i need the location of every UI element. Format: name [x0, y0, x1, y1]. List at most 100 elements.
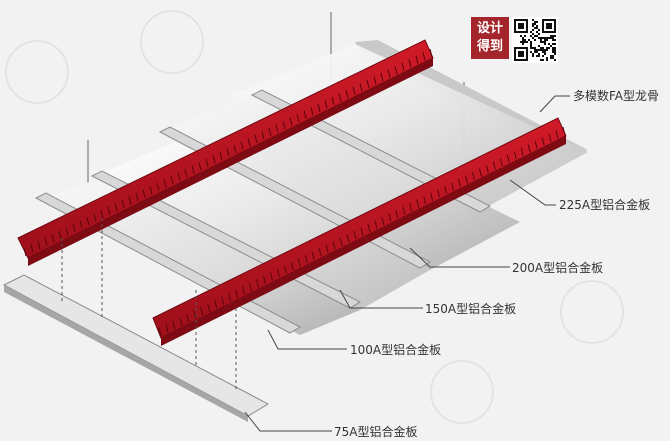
- qr-module: [514, 23, 516, 25]
- runner-tooth: [331, 96, 335, 106]
- qr-module: [552, 51, 554, 53]
- qr-module: [526, 31, 528, 33]
- runner-tooth: [44, 237, 48, 246]
- qr-module: [522, 51, 524, 53]
- runner-tooth: [282, 120, 286, 130]
- qr-module: [524, 19, 526, 21]
- qr-module: [546, 49, 548, 51]
- qr-module: [550, 35, 552, 37]
- qr-module: [520, 31, 522, 33]
- qr-module: [526, 29, 528, 31]
- qr-module: [520, 59, 522, 61]
- runner-tooth: [233, 144, 237, 154]
- runner-tooth: [310, 107, 314, 116]
- qr-module: [540, 39, 542, 41]
- runner-tooth: [311, 251, 315, 260]
- qr-module: [552, 31, 554, 33]
- qr-module: [514, 47, 516, 49]
- qr-module: [534, 21, 536, 23]
- qr-module: [526, 23, 528, 25]
- qr-module: [554, 53, 556, 55]
- qr-module: [542, 29, 544, 31]
- qr-module: [532, 29, 534, 31]
- qr-module: [532, 37, 534, 39]
- qr-module: [516, 47, 518, 49]
- qr-module: [536, 27, 538, 29]
- runner-tooth: [422, 52, 426, 61]
- label-main-runner: 多模数FA型龙骨: [573, 89, 660, 103]
- qr-module: [550, 31, 552, 33]
- qr-module: [516, 19, 518, 21]
- runner-tooth: [380, 72, 384, 82]
- qr-module: [526, 59, 528, 61]
- runner-tooth: [191, 165, 195, 174]
- qr-module: [526, 55, 528, 57]
- runner-tooth: [451, 182, 455, 191]
- runner-tooth: [388, 213, 392, 222]
- runner-tooth: [198, 162, 202, 171]
- runner-tooth: [254, 134, 258, 143]
- qr-module: [526, 51, 528, 53]
- runner-tooth: [165, 324, 169, 333]
- runner-tooth: [401, 62, 405, 71]
- qr-module: [554, 21, 556, 23]
- runner-tooth: [256, 279, 260, 288]
- runner-tooth: [79, 220, 83, 229]
- runner-tooth: [214, 300, 218, 309]
- runner-tooth: [492, 161, 496, 170]
- label-panel-150: 150A型铝合金板: [425, 302, 517, 316]
- runner-tooth: [149, 186, 153, 195]
- qr-module: [534, 47, 536, 49]
- qr-module: [550, 55, 552, 57]
- runner-tooth: [240, 141, 244, 150]
- runner-tooth: [30, 244, 34, 253]
- runner-tooth: [444, 185, 448, 195]
- qr-module: [546, 37, 548, 39]
- leader-lines: [244, 95, 570, 432]
- runner-tooth: [276, 268, 280, 278]
- qr-module: [536, 31, 538, 33]
- runner-2-teeth: [158, 126, 566, 337]
- qr-module: [522, 37, 524, 39]
- qr-module: [524, 39, 526, 41]
- watermark-ring: [560, 280, 624, 344]
- qr-module: [536, 35, 538, 37]
- qr-module: [514, 51, 516, 53]
- runner-tooth: [415, 55, 419, 64]
- runner-tooth: [332, 241, 336, 250]
- runner-tooth: [128, 196, 132, 205]
- qr-module: [546, 57, 548, 59]
- qr-module: [554, 47, 556, 49]
- qr-module: [548, 43, 550, 45]
- runner-tooth: [296, 114, 300, 123]
- qr-module: [532, 19, 534, 21]
- qr-module: [534, 27, 536, 29]
- qr-module: [554, 19, 556, 21]
- runner-tooth: [395, 210, 399, 219]
- qr-module: [524, 31, 526, 33]
- qr-module: [522, 59, 524, 61]
- runner-tooth: [58, 230, 62, 239]
- runner-tooth: [339, 237, 343, 247]
- qr-module: [548, 31, 550, 33]
- qr-module: [524, 41, 526, 43]
- qr-module: [522, 19, 524, 21]
- runner-tooth: [247, 138, 251, 147]
- qr-module: [550, 37, 552, 39]
- qr-module: [518, 25, 520, 27]
- qr-module: [538, 29, 540, 31]
- runner-tooth: [318, 248, 322, 257]
- qr-module: [518, 55, 520, 57]
- qr-module: [518, 23, 520, 25]
- qr-module: [552, 49, 554, 51]
- label-panel-225: 225A型铝合金板: [559, 198, 651, 212]
- qr-module: [528, 39, 530, 41]
- qr-module: [538, 37, 540, 39]
- watermark-ring: [140, 10, 204, 74]
- qr-module: [546, 25, 548, 27]
- runner-tooth: [548, 133, 552, 143]
- runner-tooth: [506, 154, 510, 163]
- runner-tooth: [262, 275, 266, 285]
- runner-tooth: [520, 147, 524, 156]
- qr-module: [546, 19, 548, 21]
